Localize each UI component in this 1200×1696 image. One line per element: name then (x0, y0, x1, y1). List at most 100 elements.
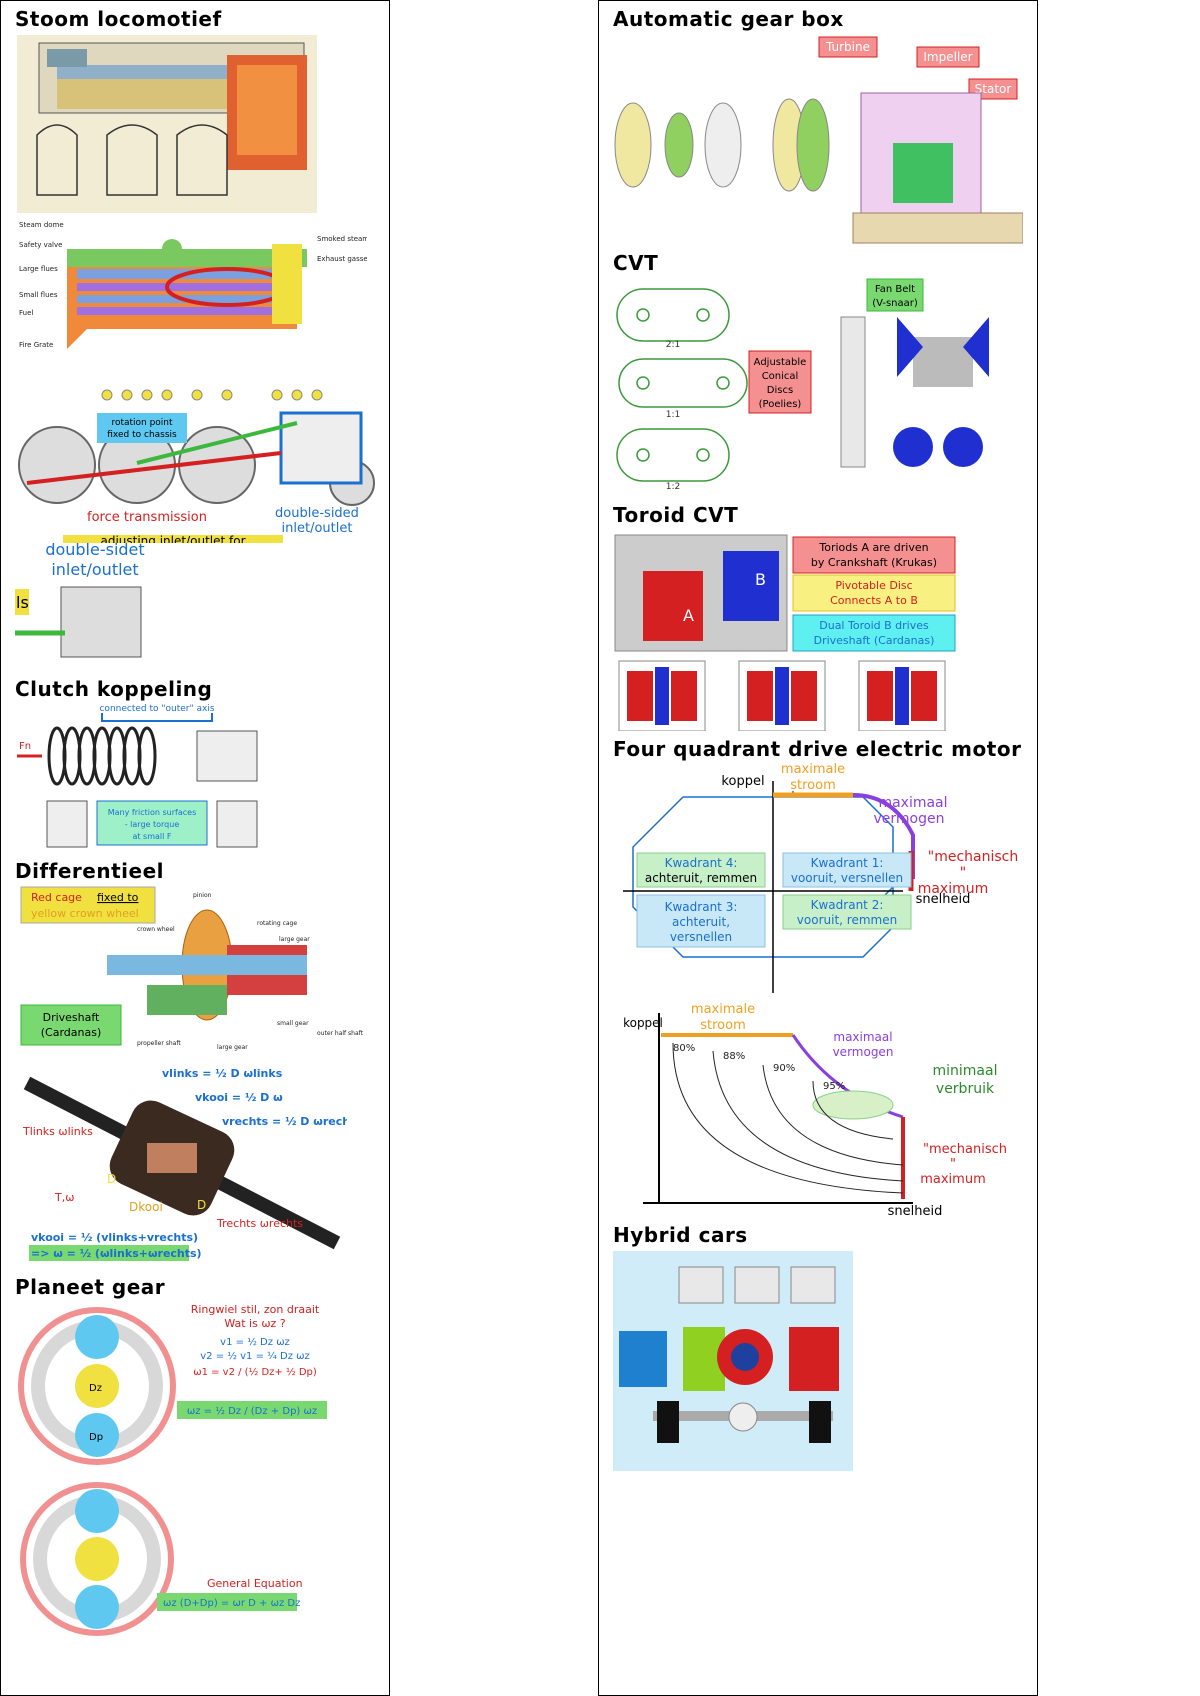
eff-pct: 90% (773, 1063, 795, 1074)
boiler-label: Fuel (19, 309, 33, 317)
planet-gear-diagram-2: General Equation ωz (D+Dp) = ωr D + ωz D… (17, 1481, 337, 1641)
red-cage-label: Red cage (31, 891, 82, 904)
automatic-gearbox-drawing: Turbine Impeller Stator (613, 33, 1023, 247)
ls-label: ls (16, 593, 29, 612)
d-kooi-label: Dkooi (129, 1200, 163, 1214)
dp-label: Dp (89, 1432, 103, 1443)
eff-max-verm-1: maximaal (833, 1030, 892, 1044)
eff-mech-2: " (950, 1157, 956, 1172)
eff-min-verbruik-2: verbruik (936, 1081, 995, 1097)
impeller-label: Impeller (923, 50, 972, 64)
quad-mech-1: "mechanisch (928, 849, 1018, 865)
diff-part-label: pinion (193, 892, 212, 899)
double-sided-detail: double-sidet inlet/outlet ls (15, 541, 215, 661)
general-equation: ωz (D+Dp) = ωr D + ωz Dz (163, 1598, 300, 1609)
quad-koppel-label: koppel (721, 774, 764, 789)
quad-2-label-1: Kwadrant 2: (811, 898, 884, 912)
right-column: Automatic gear box Turbine Impeller Stat… (598, 0, 1038, 1696)
dual-text: Dual Toroid B drives (819, 619, 929, 632)
adjustable-label: Adjustable (754, 357, 807, 368)
t-links-label: Tlinks ωlinks (22, 1125, 93, 1138)
section-title-toroid: Toroid CVT (613, 503, 739, 527)
driveshaft-label-1: Driveshaft (43, 1011, 100, 1024)
eff-max-stroom-2: stroom (700, 1018, 746, 1033)
stator-label: Stator (975, 82, 1012, 96)
general-equation-label: General Equation (207, 1577, 303, 1590)
boiler-label: Safety valve (19, 241, 62, 249)
differential-drawing: Red cage fixed to yellow crown wheel Dri… (17, 885, 377, 1055)
boiler-label: Fire Grate (19, 341, 53, 349)
double-sidet-label-2: inlet/outlet (51, 560, 138, 579)
section-title-four-quadrant: Four quadrant drive electric motor (613, 737, 1022, 761)
adjusting-label: adjusting inlet/outlet for (100, 534, 245, 543)
eff-pct: 80% (673, 1043, 695, 1054)
adjustable-label: Discs (767, 385, 793, 396)
adjustable-label: (Poelies) (759, 399, 802, 410)
hybrid-cars-drawing (613, 1251, 853, 1471)
quad-max-stroom-1: maximale (781, 762, 845, 777)
fan-belt-label: (V-snaar) (872, 298, 918, 309)
ring-still-label: Ringwiel stil, zon draait (191, 1303, 320, 1316)
quad-3-label-3: versnellen (670, 930, 732, 944)
quad-2-label-2: vooruit, remmen (797, 913, 897, 927)
quad-mech-2: " (960, 865, 966, 881)
left-column: Stoom locomotief Steam dome Safety valve… (0, 0, 390, 1696)
diff-part-label: outer half shaft (317, 1030, 364, 1037)
double-sided-label-1: double-sided (275, 506, 359, 521)
cvt-ratio: 2:1 (666, 340, 680, 350)
eff-min-verbruik-1: minimaal (933, 1063, 998, 1079)
toroid-b: B (755, 570, 766, 589)
boiler-label: Large flues (19, 265, 58, 273)
toroid-a: A (683, 606, 694, 625)
d-label: D (197, 1198, 206, 1212)
quad-max-verm-1: maximaal (878, 795, 947, 811)
quad-max-verm-2: vermogen (874, 811, 945, 827)
quad-max-stroom-2: stroom (790, 778, 836, 793)
clutch-connected-label: connected to "outer" axis (99, 704, 214, 714)
d-label: D (107, 1172, 116, 1186)
boiler-cross-section: Steam dome Safety valve Large flues Smal… (17, 219, 367, 367)
eff-max-stroom-1: maximale (691, 1003, 755, 1017)
eff-max-verm-2: vermogen (833, 1045, 894, 1059)
yellow-crown-label: yellow crown wheel (31, 907, 139, 920)
driveshaft-label-2: (Cardanas) (41, 1026, 102, 1039)
quad-3-label-2: achteruit, (672, 915, 730, 929)
quad-snelheid-label: snelheid (916, 892, 971, 907)
efficiency-map: koppel maximale stroom maximaal vermogen… (613, 1003, 1033, 1217)
eff-mech-3: maximum (920, 1172, 986, 1187)
quad-4-label-2: achteruit, remmen (645, 871, 757, 885)
boiler-label: Steam dome (19, 221, 64, 229)
v-rechts-label: vrechts = ½ D ωrechts (222, 1115, 347, 1128)
clutch-drawing: connected to "outer" axis Fn Many fricti… (17, 701, 277, 851)
adjustable-label: Conical (762, 371, 799, 382)
fixed-to-label: fixed to (97, 891, 139, 904)
friction-label: Many friction surfaces (108, 808, 196, 817)
v-kooi-label: vkooi = ½ D ω (195, 1091, 283, 1104)
quad-3-label-1: Kwadrant 3: (665, 900, 738, 914)
locomotive-mechanism: rotation point fixed to chassis force tr… (17, 383, 377, 543)
pivot-text: Connects A to B (830, 594, 918, 607)
what-is-label: Wat is ωz ? (224, 1317, 285, 1330)
friction-label: - large torque (125, 820, 180, 829)
eff-snelheid-label: snelheid (888, 1204, 943, 1217)
planet-eq: ω1 = v2 / (½ Dz+ ½ Dp) (193, 1366, 317, 1378)
section-title-planet: Planeet gear (15, 1275, 166, 1299)
t-omega-label: T,ω (54, 1191, 74, 1204)
quad-1-label-1: Kwadrant 1: (811, 856, 884, 870)
dz-label: Dz (89, 1383, 102, 1394)
eff-pct: 88% (723, 1051, 745, 1062)
fan-belt-label: Fan Belt (875, 284, 915, 295)
planet-eq: v1 = ½ Dz ωz (220, 1336, 290, 1348)
pivot-text: Pivotable Disc (835, 579, 912, 592)
planet-eq: ωz = ½ Dz / (Dz + Dp) ωz (187, 1405, 317, 1417)
eff-pct: 95% (823, 1081, 845, 1092)
four-quadrant-diagram: koppel maximale stroom maximaal vermogen… (613, 761, 1033, 993)
section-title-differential: Differentieel (15, 859, 164, 883)
planet-gear-diagram-1: Dz Dp Ringwiel stil, zon draait Wat is ω… (17, 1301, 337, 1471)
diff-part-label: propeller shaft (137, 1040, 181, 1047)
section-title-clutch: Clutch koppeling (15, 677, 213, 701)
section-title-hybrid: Hybrid cars (613, 1223, 748, 1247)
double-sidet-label-1: double-sidet (45, 541, 144, 559)
dual-text: Driveshaft (Cardanas) (814, 634, 935, 647)
cvt-ratio: 1:1 (666, 410, 680, 420)
